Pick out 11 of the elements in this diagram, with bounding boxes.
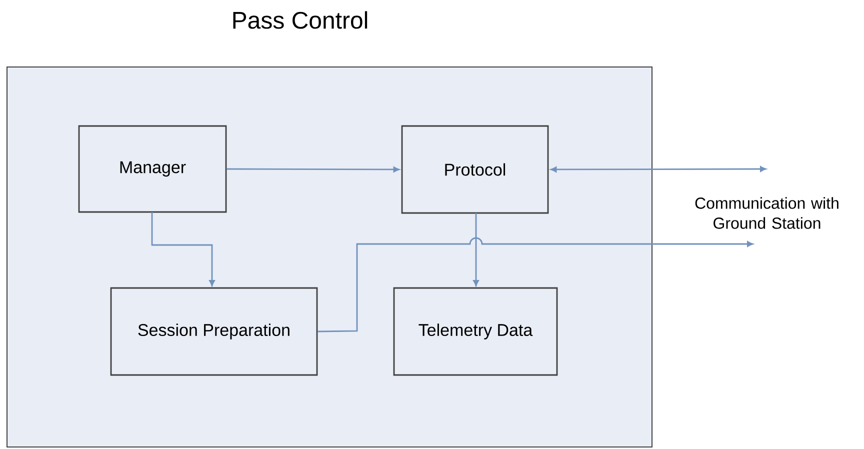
process-box: Protocol <box>401 125 549 214</box>
arrow <box>473 213 479 286</box>
arrow <box>151 212 215 286</box>
arrow <box>318 237 754 332</box>
node-label: Pass Control <box>233 11 368 29</box>
note-text: Communication with Ground Station <box>695 197 838 229</box>
process-box: Telemetry Data <box>393 287 558 376</box>
arrow <box>550 166 766 172</box>
process-box: Manager <box>78 125 227 213</box>
process-box: Session Preparation <box>110 287 318 376</box>
arrow <box>226 166 400 172</box>
